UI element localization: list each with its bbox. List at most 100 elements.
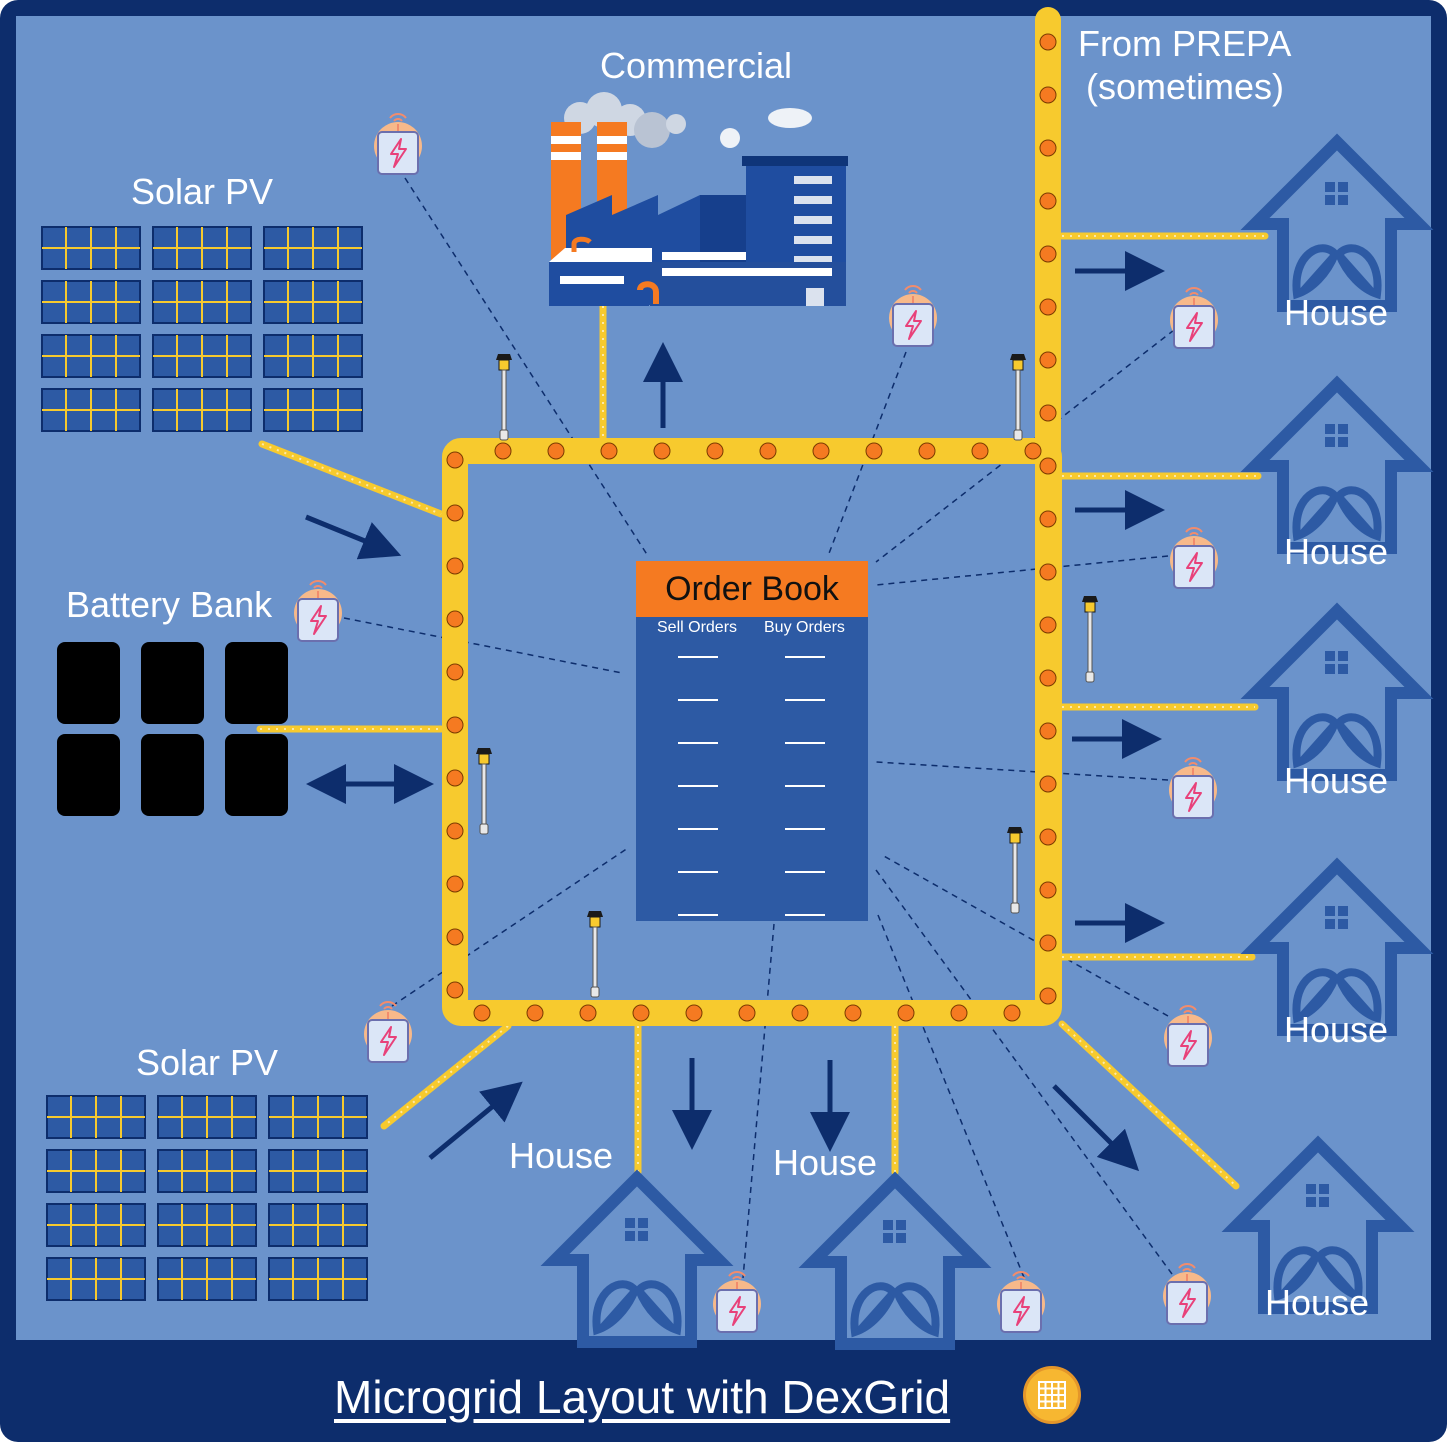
solar-panel-icon — [41, 280, 141, 324]
street-lamp-icon — [1006, 826, 1024, 914]
flow-arrow — [305, 514, 402, 560]
house-label: House — [1283, 1009, 1389, 1050]
sell-orders-label: Sell Orders — [657, 619, 738, 636]
solar-panel-array-top — [41, 226, 363, 432]
bus-node — [446, 875, 464, 893]
bus-node — [547, 442, 565, 460]
solar-panel-icon — [157, 1257, 257, 1301]
house-icon — [1255, 384, 1419, 548]
bus-node — [1039, 828, 1057, 846]
bus-node — [865, 442, 883, 460]
bus-node — [1039, 404, 1057, 422]
bus-node — [812, 442, 830, 460]
bus-node — [446, 716, 464, 734]
solar-panel-icon — [263, 334, 363, 378]
house-icon — [555, 1178, 719, 1342]
solar-panel-icon — [152, 280, 252, 324]
bus-node — [1039, 245, 1057, 263]
order-book-title: Order Book — [636, 561, 868, 617]
solar-panel-icon — [268, 1149, 368, 1193]
street-lamp-icon — [475, 747, 493, 835]
bus-node — [446, 610, 464, 628]
bus-node — [579, 1004, 597, 1022]
house-icon — [1255, 611, 1419, 775]
house-label: House — [508, 1135, 614, 1176]
solar-panel-icon — [46, 1095, 146, 1139]
street-lamp-icon — [1081, 595, 1099, 683]
bus-node — [1039, 457, 1057, 475]
bus-node — [950, 1004, 968, 1022]
bus-node — [1039, 351, 1057, 369]
prepa-label-line2: (sometimes) — [1086, 66, 1285, 107]
solar-panel-icon — [152, 388, 252, 432]
bus-node — [446, 504, 464, 522]
bus-node — [600, 442, 618, 460]
smart-meter-icon — [1168, 757, 1218, 819]
smart-meter-icon — [293, 580, 343, 642]
bus-node — [1039, 192, 1057, 210]
solar-panel-icon — [268, 1095, 368, 1139]
solar-panel-icon — [46, 1257, 146, 1301]
bus-node — [1003, 1004, 1021, 1022]
bus-node — [446, 451, 464, 469]
bus-node — [1039, 616, 1057, 634]
meter-link — [343, 617, 623, 674]
bus-node — [918, 442, 936, 460]
smart-meter-icon — [1163, 1005, 1213, 1067]
bus-node — [446, 557, 464, 575]
solar-panel-icon — [157, 1149, 257, 1193]
bus-node — [1039, 722, 1057, 740]
bus-node — [759, 442, 777, 460]
bus-node — [473, 1004, 491, 1022]
solar-panel-icon — [263, 280, 363, 324]
dexgrid-logo-icon — [1023, 1366, 1081, 1424]
meter-link — [827, 351, 907, 557]
flow-arrow — [428, 1081, 523, 1160]
smart-meter-icon — [888, 285, 938, 347]
smart-meter-icon — [373, 113, 423, 175]
street-lamp-icon — [495, 353, 513, 441]
bus-node — [526, 1004, 544, 1022]
bus-node — [446, 769, 464, 787]
bus-node — [446, 981, 464, 999]
meter-link — [742, 923, 775, 1279]
smart-meter-icon — [712, 1271, 762, 1333]
bus-node — [738, 1004, 756, 1022]
bus-node — [1039, 298, 1057, 316]
bus-node — [1039, 881, 1057, 899]
bus-node — [494, 442, 512, 460]
bus-node — [897, 1004, 915, 1022]
solar-panel-icon — [46, 1203, 146, 1247]
bus-node — [1039, 86, 1057, 104]
bus-node — [1039, 934, 1057, 952]
smart-meter-icon — [1169, 527, 1219, 589]
bus-nodes — [446, 33, 1057, 1022]
bus-node — [1039, 510, 1057, 528]
house-icon — [813, 1180, 977, 1344]
solar-top-label: Solar PV — [130, 171, 274, 212]
solar-panel-icon — [152, 334, 252, 378]
bus-node — [446, 928, 464, 946]
bus-node — [971, 442, 989, 460]
solar-panel-icon — [152, 226, 252, 270]
meter-link — [404, 177, 649, 557]
solar-panel-icon — [41, 388, 141, 432]
commercial-label: Commercial — [599, 45, 793, 86]
flow-arrow — [1052, 1084, 1140, 1172]
order-book: Order Book Sell Orders Buy Orders — [636, 561, 868, 921]
battery-bank-label: Battery Bank — [66, 584, 273, 625]
house-label: House — [1264, 1282, 1370, 1323]
bus-node — [1039, 669, 1057, 687]
prepa-label-line1: From PREPA — [1078, 23, 1292, 64]
solar-panel-icon — [41, 226, 141, 270]
solar-panel-icon — [157, 1203, 257, 1247]
solar-panel-icon — [46, 1149, 146, 1193]
solar-panel-icon — [268, 1257, 368, 1301]
feeder-line — [1058, 1020, 1240, 1190]
solar-panel-array-bottom — [46, 1095, 368, 1301]
bus-node — [1039, 139, 1057, 157]
feeder-lines — [256, 232, 1269, 1190]
bus-node — [706, 442, 724, 460]
